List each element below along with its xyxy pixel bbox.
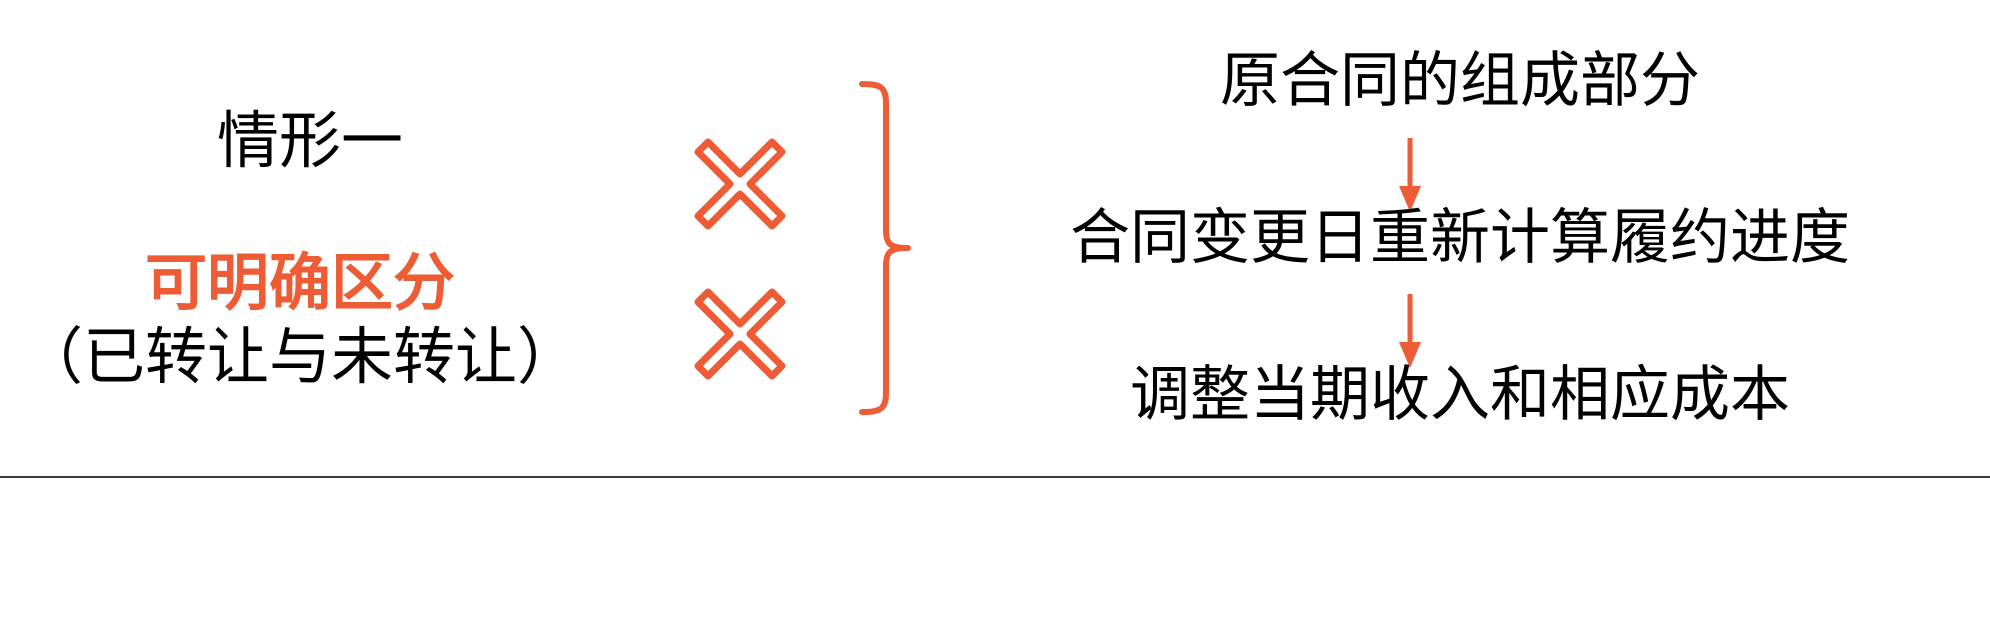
flow-step-original-contract-part: 原合同的组成部分 — [1220, 48, 1700, 114]
transferred-untransferred-note: （已转让与未转让） — [20, 324, 579, 392]
curly-brace-icon — [838, 78, 918, 418]
bottom-divider — [0, 476, 1990, 478]
down-arrow-icon — [1390, 292, 1430, 370]
down-arrow-icon — [1390, 136, 1430, 214]
case-one-label: 情形一 — [216, 108, 403, 176]
distinctly-separable-label: 可明确区分 — [144, 250, 455, 318]
cross-mark-icon — [688, 132, 792, 236]
flow-step-adjust-revenue-cost: 调整当期收入和相应成本 — [1130, 362, 1790, 428]
cross-mark-icon — [688, 282, 792, 386]
left-conditions-group: 情形一 可明确区分 （已转让与未转让） — [0, 0, 620, 480]
right-flow-group: 原合同的组成部分 合同变更日重新计算履约进度 调整当期收入和相应成本 — [930, 0, 1990, 480]
flow-step-recalculate-progress: 合同变更日重新计算履约进度 — [1070, 205, 1850, 271]
